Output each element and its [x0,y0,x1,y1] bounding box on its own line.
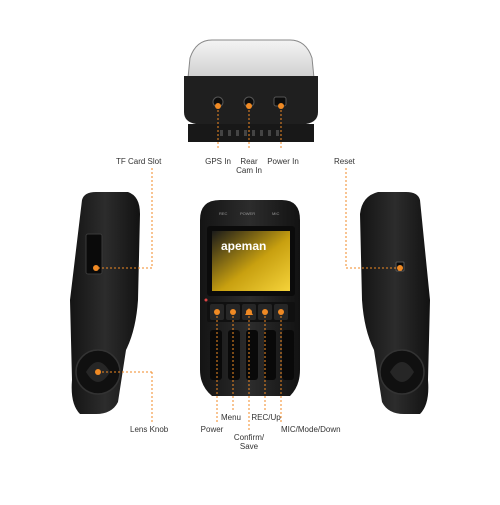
brand-logo: apeman [221,239,266,253]
label-confirm-line2: Save [239,442,259,451]
callout-lines [96,106,400,430]
label-rec-up: REC/Up [251,413,281,422]
label-confirm-line1: Confirm/ [233,433,265,442]
front-device [200,200,300,396]
label-reset: Reset [334,157,355,166]
label-menu: Menu [220,413,242,422]
device-rec-text: REC [219,211,228,216]
screen [212,231,290,291]
label-power-in: Power In [267,157,299,166]
label-rear-cam-in: Rear Cam In [236,157,262,175]
right-side-device [360,192,430,414]
callout-dots [93,103,403,375]
label-confirm-save: Confirm/ Save [234,433,264,451]
label-rear-cam-line2: Cam In [236,166,262,175]
label-rear-cam-line1: Rear [240,157,258,166]
label-tf-card-slot: TF Card Slot [116,157,162,166]
device-power-text: POWER [240,211,255,216]
device-mic-text: MIC [272,211,279,216]
left-side-device [70,192,140,414]
label-gps-in: GPS In [205,157,231,166]
tf-card-slot [85,233,103,275]
label-power: Power [200,425,224,434]
top-view-device [184,39,318,142]
label-mic-mode-down: MIC/Mode/Down [281,425,341,434]
label-lens-knob: Lens Knob [130,425,169,434]
